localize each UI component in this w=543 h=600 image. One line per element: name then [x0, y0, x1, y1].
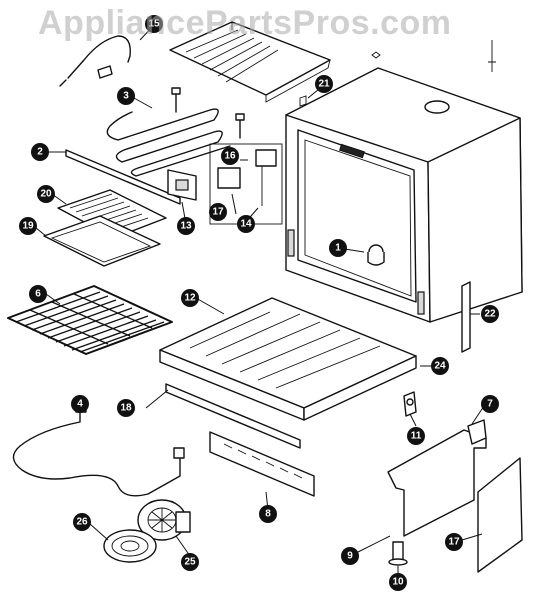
svg-text:18: 18 [120, 403, 132, 414]
svg-text:7: 7 [487, 399, 493, 410]
callout-6: 6 [29, 285, 47, 303]
vent-panel [209, 431, 315, 497]
svg-text:8: 8 [265, 509, 271, 520]
svg-text:26: 26 [76, 517, 88, 528]
callout-24: 22 [481, 305, 499, 323]
svg-text:1: 1 [335, 243, 341, 254]
svg-text:3: 3 [123, 91, 129, 102]
fan-assembly [137, 499, 191, 541]
fan-cover [103, 529, 157, 563]
rack-support [461, 281, 471, 353]
svg-text:14: 14 [240, 219, 252, 230]
lower-trim [165, 383, 301, 449]
callout-7: 7 [481, 395, 499, 413]
svg-text:16: 16 [224, 151, 236, 162]
callout-1: 1 [329, 239, 347, 257]
svg-text:25: 25 [184, 557, 196, 568]
svg-text:19: 19 [22, 221, 34, 232]
callout-12: 12 [181, 289, 199, 307]
callout-13: 13 [177, 217, 195, 235]
svg-text:13: 13 [180, 221, 192, 232]
svg-text:2: 2 [37, 147, 43, 158]
oven-cavity [285, 40, 523, 323]
broiler-pan [43, 215, 161, 267]
callout-3: 3 [117, 87, 135, 105]
callout-27: 26 [73, 513, 91, 531]
callout-10: 10 [389, 573, 407, 591]
top-broil-plate [169, 21, 331, 103]
callout-14: 15 [145, 15, 163, 33]
svg-text:4: 4 [77, 399, 83, 410]
svg-text:6: 6 [35, 289, 41, 300]
callout-15: 14 [237, 215, 255, 233]
broil-element [106, 87, 245, 177]
callout-22: 21 [315, 75, 333, 93]
svg-text:9: 9 [347, 551, 353, 562]
leveling-leg [388, 541, 408, 566]
callout-21: 20 [37, 185, 55, 203]
oven-bottom-panel [159, 297, 417, 421]
svg-text:22: 22 [484, 309, 496, 320]
callout-25: 24 [431, 357, 449, 375]
svg-text:20: 20 [40, 189, 52, 200]
callout-16: 16 [221, 147, 239, 165]
svg-text:21: 21 [318, 79, 330, 90]
svg-text:12: 12 [184, 293, 196, 304]
callout-19: 18 [117, 399, 135, 417]
callout-4: 4 [71, 395, 89, 413]
leveler-bracket [387, 419, 523, 573]
svg-text:17: 17 [448, 537, 460, 548]
callout-17: 17 [209, 203, 227, 221]
callout-8: 8 [259, 505, 277, 523]
small-bracket [403, 391, 417, 417]
bake-element [12, 401, 185, 497]
svg-text:15: 15 [148, 19, 160, 30]
svg-text:10: 10 [392, 577, 404, 588]
temperature-probe [59, 35, 131, 87]
svg-text:24: 24 [434, 361, 446, 372]
switch-bracket [167, 169, 197, 201]
callout-18: 17 [445, 533, 463, 551]
oven-rack [7, 285, 173, 355]
callout-26: 25 [181, 553, 199, 571]
callout-11: 11 [407, 427, 425, 445]
callout-9: 9 [341, 547, 359, 565]
callout-2: 2 [31, 143, 49, 161]
side-rail [65, 149, 181, 205]
callout-20: 19 [19, 217, 37, 235]
svg-text:17: 17 [212, 207, 224, 218]
svg-text:11: 11 [411, 431, 422, 442]
